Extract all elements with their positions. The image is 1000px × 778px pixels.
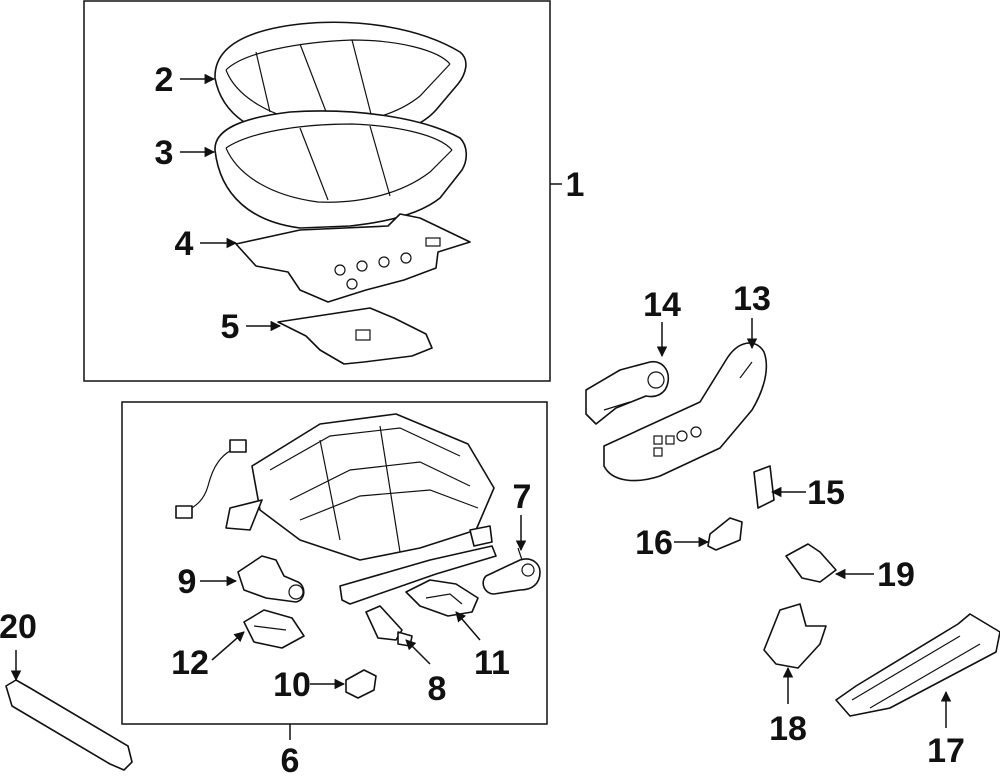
seat-cushion-pad-part [214, 110, 468, 229]
callout-5: 5 [221, 308, 240, 346]
callout-9: 9 [178, 563, 197, 601]
callout-1: 1 [566, 166, 585, 204]
seat-rail-part [835, 613, 1000, 717]
occupant-sensor-mat-part [277, 307, 433, 365]
height-motor-part [237, 555, 305, 603]
connector-part [345, 669, 377, 699]
callout-3: 3 [155, 134, 174, 172]
callout-8: 8 [428, 670, 447, 708]
track-end-cover-part [785, 543, 837, 583]
seat-cover-part [214, 21, 467, 141]
callout-17: 17 [927, 732, 965, 770]
leaders [10, 73, 952, 728]
wire-harness-part [175, 439, 247, 519]
control-module-part [243, 609, 305, 649]
trim-strip-part [5, 679, 133, 771]
callout-13: 13 [733, 280, 771, 318]
callout-19: 19 [877, 556, 915, 594]
callout-14: 14 [643, 286, 681, 324]
seat-track-frame-part [225, 413, 497, 605]
callout-4: 4 [175, 225, 194, 263]
callout-15: 15 [807, 474, 845, 512]
callout-20: 20 [0, 608, 37, 646]
callout-11: 11 [474, 644, 510, 682]
callout-2: 2 [155, 61, 174, 99]
seat-cushion-group-box [83, 0, 551, 382]
callout-6: 6 [281, 742, 300, 778]
callout-12: 12 [171, 644, 209, 682]
seat-switch-part [585, 360, 670, 425]
callout-7: 7 [513, 478, 532, 516]
callout-16: 16 [635, 524, 673, 562]
callout-10: 10 [273, 666, 311, 704]
seat-track-group-box [121, 401, 548, 725]
switch-knob-part [753, 465, 775, 509]
track-cover-part [763, 603, 827, 669]
gearbox-part [405, 579, 479, 617]
callout-18: 18 [769, 710, 807, 748]
seat-heater-mat-part [235, 213, 471, 303]
side-shield-part [603, 342, 768, 482]
bushing-part [365, 605, 413, 647]
adjust-knob-part [707, 517, 743, 551]
